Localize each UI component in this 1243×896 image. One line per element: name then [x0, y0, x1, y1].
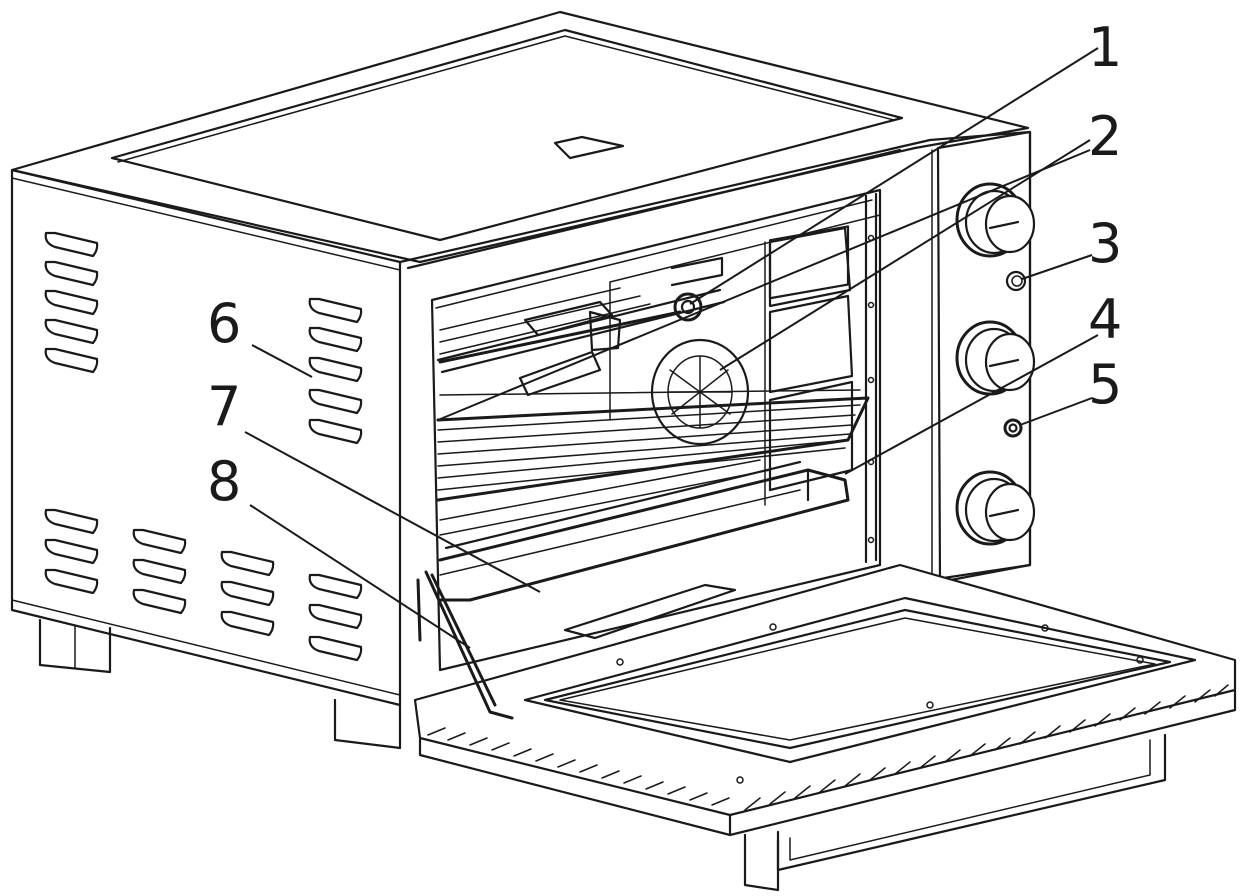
- baking-tray: [438, 459, 850, 602]
- callout-6: 6: [207, 292, 241, 355]
- callout-1: 1: [1088, 16, 1122, 79]
- control-panel: [936, 130, 1032, 584]
- callout-7: 7: [207, 375, 241, 438]
- wire-rack: [436, 287, 870, 502]
- rotisserie-socket: [673, 292, 703, 322]
- callout-2: 2: [1088, 105, 1122, 168]
- callout-3: 3: [1088, 212, 1122, 275]
- timer-knob[interactable]: [955, 470, 1036, 546]
- temperature-knob[interactable]: [955, 182, 1036, 258]
- callout-4: 4: [1088, 288, 1122, 351]
- vents: [44, 231, 363, 662]
- oven-body: [10, 10, 1032, 892]
- callout-5: 5: [1088, 353, 1122, 416]
- power-light: [1003, 418, 1023, 438]
- oven-door: [413, 563, 1237, 872]
- function-knob[interactable]: [955, 320, 1036, 396]
- leader-lines: [244, 47, 1099, 649]
- callout-8: 8: [207, 450, 241, 513]
- indicator-light: [1005, 270, 1027, 292]
- warning-triangle-icon: [553, 135, 625, 160]
- callouts: 1 2 3 4 5 6 7 8: [207, 16, 1122, 513]
- tray-handle: [416, 570, 514, 720]
